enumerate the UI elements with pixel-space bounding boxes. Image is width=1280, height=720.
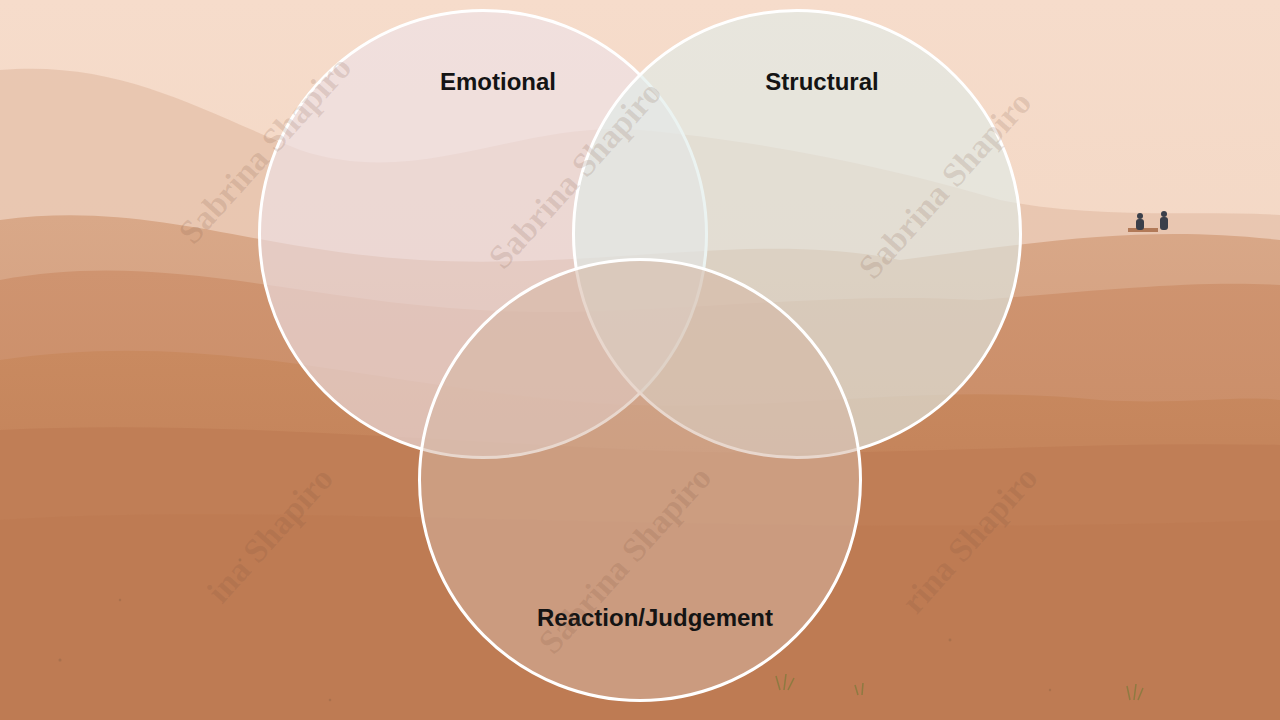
circle-label: Emotional xyxy=(440,68,556,97)
circle-outline xyxy=(418,258,862,702)
circle-label: Structural xyxy=(765,68,878,97)
people-figures xyxy=(1128,211,1168,232)
venn-circle: Reaction/Judgement xyxy=(418,258,862,702)
watermark: ina Shapiro xyxy=(199,460,340,611)
watermark: rina Shapiro xyxy=(894,459,1045,621)
circle-label: Reaction/Judgement xyxy=(537,604,773,633)
